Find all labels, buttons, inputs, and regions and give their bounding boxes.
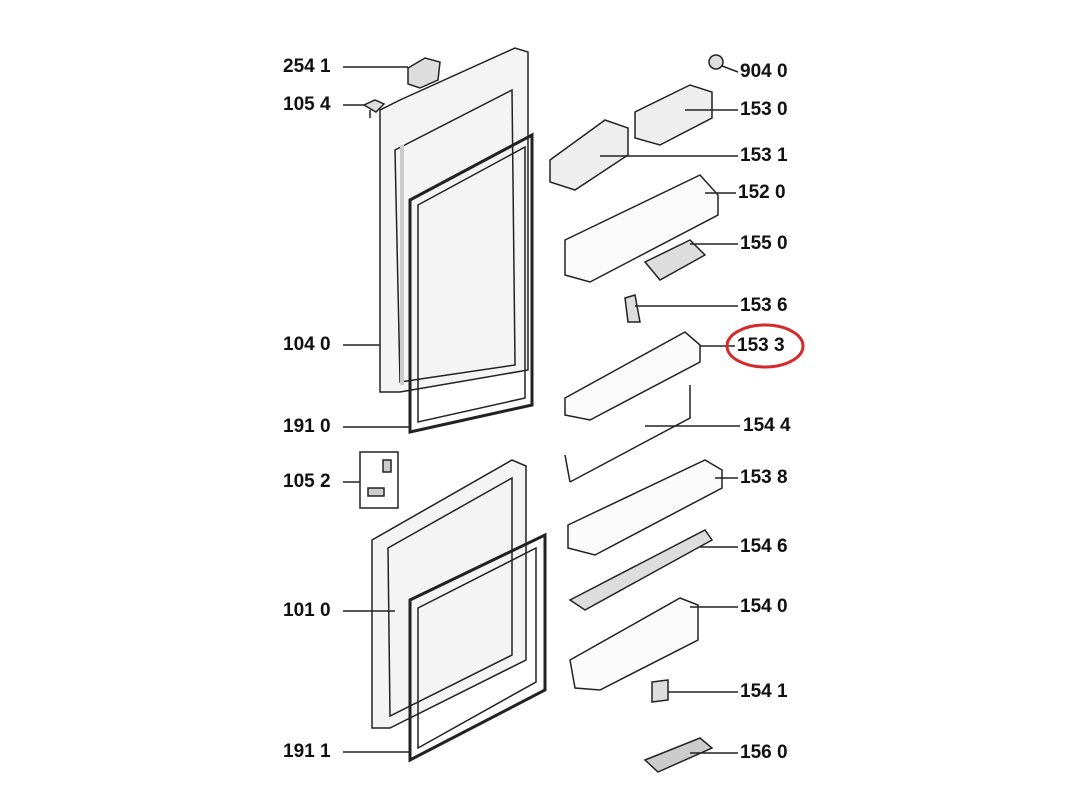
bar-1544 — [564, 385, 691, 483]
hinge-1054 — [362, 99, 386, 118]
label-1540: 154 0 — [740, 596, 788, 617]
flap-1531 — [549, 119, 629, 191]
shelf-1520 — [564, 174, 719, 283]
label-1910: 191 0 — [283, 416, 331, 437]
ice-tray-1560 — [643, 737, 714, 773]
lower-gasket-1911 — [408, 532, 547, 763]
label-9040: 904 0 — [740, 61, 788, 82]
highlight-circle — [725, 323, 805, 369]
label-1541: 154 1 — [740, 681, 788, 702]
label-1530: 153 0 — [740, 99, 788, 120]
label-1546: 154 6 — [740, 536, 788, 557]
label-1538: 153 8 — [740, 467, 788, 488]
label-1010: 101 0 — [283, 600, 331, 621]
upper-gasket-1910 — [408, 132, 534, 434]
flap-1530 — [634, 84, 713, 146]
label-1536: 153 6 — [740, 295, 788, 316]
label-1911: 191 1 — [283, 741, 331, 762]
label-1544: 154 4 — [743, 415, 791, 436]
label-1533: 153 3 — [737, 335, 785, 356]
part-1541 — [651, 679, 669, 703]
shelf-1540 — [569, 597, 699, 691]
upper-door-1040 — [379, 47, 529, 393]
label-1550: 155 0 — [740, 233, 788, 254]
part-1052 — [359, 451, 399, 509]
label-1560: 156 0 — [740, 742, 788, 763]
label-1531: 153 1 — [740, 145, 788, 166]
hinge-cover-2541 — [407, 57, 441, 89]
part-9040 — [708, 54, 724, 70]
bar-1546 — [568, 529, 714, 611]
label-1052: 105 2 — [283, 471, 331, 492]
label-1040: 104 0 — [283, 334, 331, 355]
shelf-1538 — [567, 459, 723, 556]
label-1054: 105 4 — [283, 94, 331, 115]
leader-lines — [343, 65, 740, 754]
egg-tray-1550 — [643, 239, 707, 281]
label-2541: 254 1 — [283, 56, 331, 77]
clip-1536 — [624, 294, 641, 323]
label-1520: 152 0 — [738, 182, 786, 203]
shelf-1533 — [564, 331, 701, 421]
